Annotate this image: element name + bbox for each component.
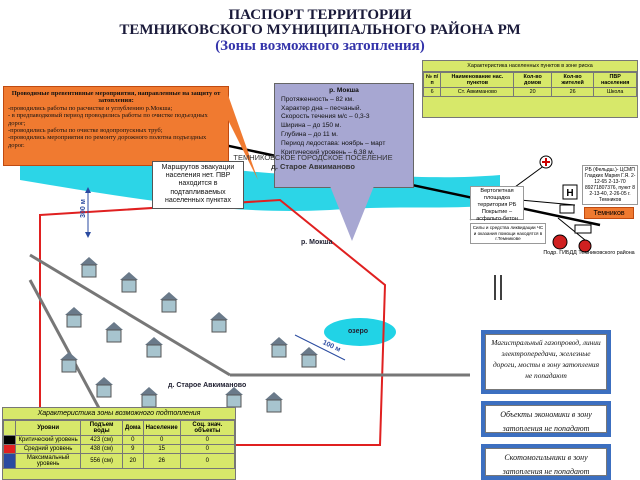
river-label: р. Мокша <box>301 239 333 246</box>
col-soc: Соц. знач. объекты <box>179 420 236 436</box>
level-color-swatch <box>3 435 16 445</box>
river-info-line: Скорость течения м/с – 0,3-3 <box>281 113 370 121</box>
side-note: Объекты экономики в зону затопления не п… <box>485 405 607 433</box>
temnikov-label: Темников <box>584 207 634 219</box>
house-icon <box>160 292 178 313</box>
flood-zone-table-box: Характеристика зоны возможного подтоплен… <box>2 407 236 480</box>
col-name: Наименование нас. пунктов <box>440 72 515 88</box>
house-icon <box>120 272 138 293</box>
river-info-line: Критический уровень – 6,38 м. <box>281 148 375 156</box>
police-car-icon <box>574 224 592 234</box>
title-line-1: ПАСПОРТ ТЕРРИТОРИИ <box>228 7 412 23</box>
house-icon <box>105 322 123 343</box>
river-info-title: р. Мокша <box>329 87 359 94</box>
svg-text:H: H <box>566 188 573 199</box>
settlement-label-line2: д. Старое Авкиманово <box>271 162 355 171</box>
house-icon <box>95 377 113 398</box>
house-icon <box>80 257 98 278</box>
river-info-line: Протяженность – 82 км. <box>281 95 355 103</box>
side-note-block-1: Магистральный газопровод, линии электроп… <box>481 330 611 394</box>
settlements-table-caption: Характеристика населенных пунктов в зоне… <box>423 61 637 72</box>
ambulance-icon <box>559 204 575 214</box>
col-pop: Население <box>142 420 181 436</box>
title-line-2: ТЕМНИКОВСКОГО МУНИЦИПАЛЬНОГО РАЙОНА РМ <box>119 22 521 38</box>
settlements-table: № п/п Наименование нас. пунктов Кол-во д… <box>422 72 637 97</box>
settlement-label: ТЕМНИКОВСКОЕ ГОРОДСКОЕ ПОСЕЛЕНИЕ д. Стар… <box>228 153 398 171</box>
house-icon <box>145 337 163 358</box>
side-note-block-3: Скотомогильники в зону затопления не поп… <box>481 444 611 480</box>
col-rise: Подъем воды <box>80 420 123 436</box>
preventive-item: - в предпаводковый период проводились ра… <box>8 112 208 127</box>
helipad-icon <box>562 184 578 200</box>
level-color-swatch <box>3 453 16 469</box>
col-level: Уровни <box>14 420 82 436</box>
side-note: Магистральный газопровод, линии электроп… <box>485 334 607 390</box>
house-icon <box>65 307 83 328</box>
house-icon <box>225 387 243 408</box>
preventive-measures-box: Проводимые превентивные мероприятия, нап… <box>3 86 229 166</box>
page-title: ПАСПОРТ ТЕРРИТОРИИ ТЕМНИКОВСКОГО МУНИЦИП… <box>0 7 640 55</box>
house-icon <box>60 352 78 373</box>
river-info-line: Период ледостава: ноябрь – март <box>281 139 386 147</box>
preventive-item: -проводились работы по очистке водопропу… <box>8 127 163 135</box>
evacuation-callout: Маршрутов эвакуации населения нет. ПВР н… <box>152 161 244 209</box>
distance-300-label: 300 м <box>79 199 87 218</box>
table-row: Максимальный уровень 556 (см) 20 26 0 <box>3 453 236 469</box>
road-grey-1 <box>29 253 231 377</box>
gibdd-label: Подр. ГИБДД Темниковского района <box>543 250 635 256</box>
level-color-swatch <box>3 444 16 454</box>
table-row: Средний уровень 438 (см) 9 15 0 <box>3 444 236 454</box>
side-note-block-2: Объекты экономики в зону затопления не п… <box>481 401 611 437</box>
preventive-item: -проводились работы по расчистке и углуб… <box>8 104 173 112</box>
settlement-label-line1: ТЕМНИКОВСКОЕ ГОРОДСКОЕ ПОСЕЛЕНИЕ <box>233 153 393 162</box>
house-icon <box>270 337 288 358</box>
orange-pointer <box>228 95 258 180</box>
col-num: № п/п <box>422 72 442 88</box>
preventive-item: -проводились мероприятия по ремонту доро… <box>8 134 207 149</box>
village-label: д. Старое Авкиманово <box>168 382 247 389</box>
river-info-line: Ширина – до 150 м. <box>281 122 342 130</box>
distance-100-arrow <box>294 334 346 361</box>
police-icon <box>552 234 568 250</box>
house-icon <box>265 392 283 413</box>
flood-zone-table: Уровни Подъем воды Дома Население Соц. з… <box>3 420 236 469</box>
rescue-forces-note: Силы и средства ликвидации ЧС и оказания… <box>470 223 546 244</box>
house-icon <box>210 312 228 333</box>
river-info-line: Глубина – до 11 м. <box>281 130 338 138</box>
col-houses: Кол-во домов <box>513 72 552 88</box>
preventive-heading: Проводимые превентивные мероприятия, нап… <box>11 90 221 105</box>
house-icon <box>140 387 158 408</box>
house-icon <box>300 347 318 368</box>
hospital-contact: РБ (Фельдш.)- ЦСМП Гладких Мария Г.Я. 2-… <box>582 165 638 205</box>
col-houses: Дома <box>122 420 144 436</box>
col-pvr: ПВР населения <box>593 72 637 88</box>
helipad-box: Вертолетная площадка территория РБ Покры… <box>470 186 524 222</box>
settlements-table-box: Характеристика населенных пунктов в зоне… <box>422 60 638 118</box>
lake-label: озеро <box>348 328 369 335</box>
lake <box>324 318 396 346</box>
river-info-line: Характер дна – песчаный. <box>281 104 362 112</box>
table-row: Критический уровень 423 (см) 0 0 0 <box>3 435 236 445</box>
table-row: 6 Ст. Авкиманово 20 26 Школа <box>422 87 637 97</box>
col-residents: Кол-во жителей <box>550 72 595 88</box>
river-info-box: р. Мокша Протяженность – 82 км. Характер… <box>274 83 414 188</box>
flood-zone-table-caption: Характеристика зоны возможного подтоплен… <box>3 408 235 420</box>
title-line-3: (Зоны возможного затопления) <box>215 38 425 54</box>
side-note: Скотомогильники в зону затопления не поп… <box>485 448 607 476</box>
purple-pointer <box>330 186 374 241</box>
road-grey-3 <box>28 279 102 411</box>
